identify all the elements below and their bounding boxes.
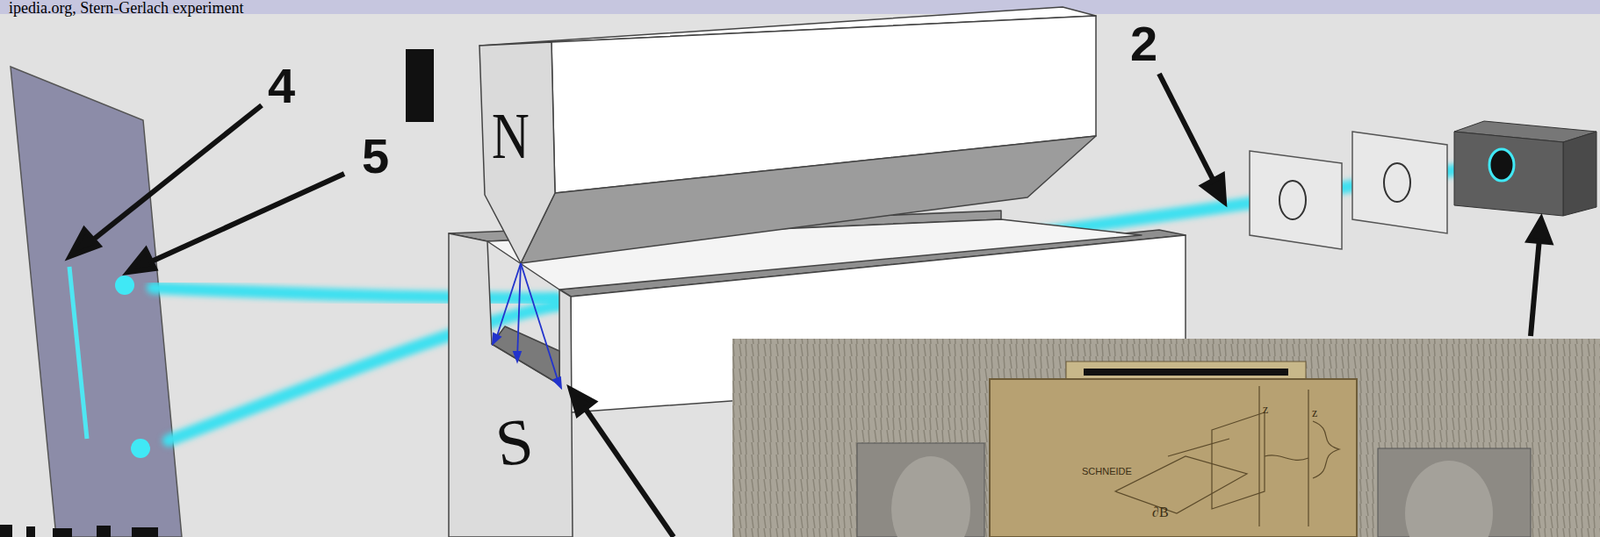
north-magnet bbox=[479, 7, 1096, 264]
callout-number: 2 bbox=[1130, 19, 1158, 69]
upper-spot bbox=[115, 275, 135, 296]
classical-line bbox=[69, 266, 87, 440]
memorial-plaque-photo bbox=[732, 338, 1600, 537]
aperture-hole bbox=[1383, 163, 1411, 202]
black-bar bbox=[405, 49, 434, 123]
aperture-plate bbox=[1249, 151, 1342, 250]
field-lines bbox=[492, 263, 562, 389]
axis-label: z bbox=[1311, 407, 1318, 420]
plaque-text: SCHNEIDE bbox=[1081, 467, 1132, 477]
aperture-hole bbox=[1279, 180, 1306, 220]
source-caption: ipedia.org, Stern-Gerlach experiment bbox=[8, 0, 245, 16]
noise-patch bbox=[0, 525, 159, 537]
oven bbox=[1454, 131, 1564, 217]
callout-number: 5 bbox=[361, 131, 390, 181]
formula-text: ∂B bbox=[1152, 505, 1169, 520]
oven-hole bbox=[1489, 149, 1514, 181]
magnet-pole-label: N bbox=[491, 103, 530, 169]
oven bbox=[1563, 131, 1597, 217]
aperture-plate bbox=[1352, 131, 1448, 234]
axis-label: z bbox=[1262, 403, 1269, 417]
lower-spot bbox=[130, 439, 151, 459]
callout-number: 4 bbox=[267, 61, 296, 111]
detector-screen bbox=[10, 66, 182, 537]
